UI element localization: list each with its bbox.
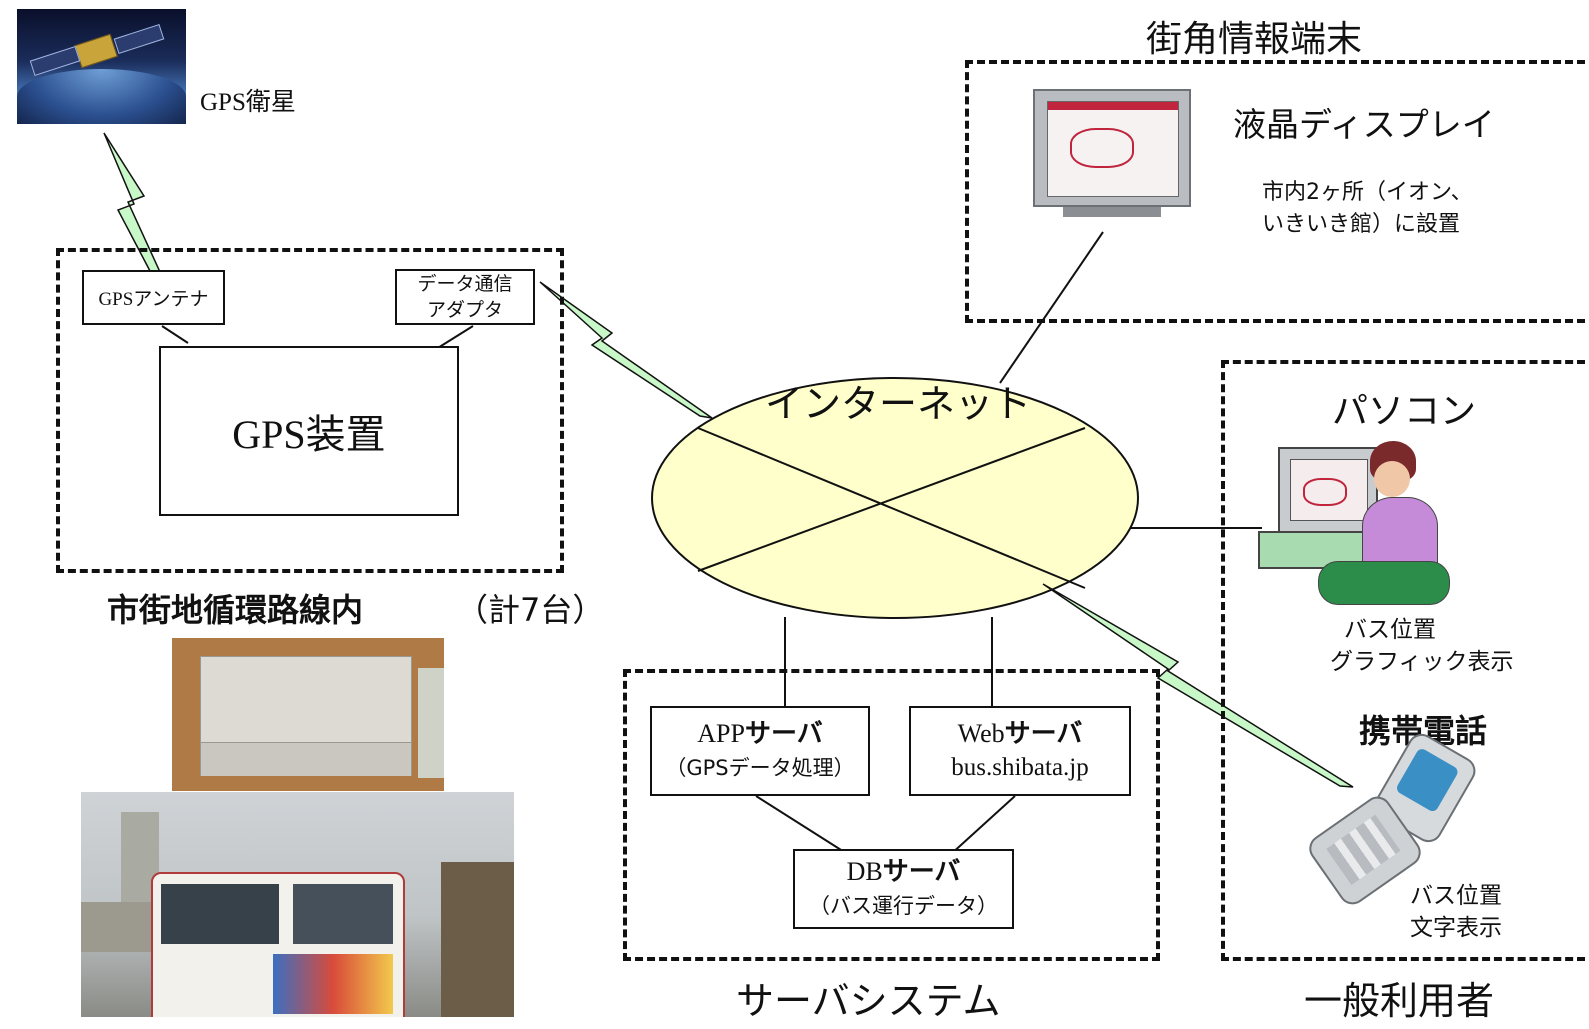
lcd-display-note-line2: いきいき館）に設置 bbox=[1262, 212, 1461, 237]
solar-panel-icon bbox=[113, 23, 165, 55]
pc-monitor-screen bbox=[1290, 459, 1368, 521]
user-chair bbox=[1318, 561, 1450, 605]
lcd-display-note: 市内2ヶ所（イオン、 いきいき館）に設置 bbox=[1262, 177, 1473, 241]
bus-livery bbox=[273, 954, 393, 1014]
gps-antenna-label: GPSアンテナ bbox=[98, 289, 209, 310]
db-server-sub: （バス運行データ） bbox=[809, 894, 998, 918]
app-server-box: APPサーバ （GPSデータ処理） bbox=[650, 706, 870, 796]
mobile-phone-icon bbox=[1298, 728, 1481, 910]
data-adapter-label-line2: アダプタ bbox=[426, 299, 503, 321]
lcd-monitor-icon bbox=[1033, 89, 1193, 219]
satellite-image bbox=[17, 9, 186, 124]
internet-cross-line-1 bbox=[697, 427, 1086, 589]
device-case-front bbox=[201, 742, 411, 776]
db-server-box: DBサーバ （バス運行データ） bbox=[793, 849, 1014, 929]
pc-screen-map bbox=[1303, 478, 1347, 506]
general-users-group bbox=[1221, 360, 1585, 961]
db-server-prefix: DB bbox=[846, 857, 883, 886]
monitor-stand bbox=[1063, 207, 1161, 217]
web-server-prefix: Web bbox=[957, 719, 1005, 748]
street-terminal-group bbox=[965, 60, 1585, 323]
pc-user-icon bbox=[1258, 437, 1450, 605]
earth-shape bbox=[17, 69, 186, 124]
link-antenna-device bbox=[161, 325, 189, 344]
phone-keys bbox=[1326, 814, 1401, 886]
pc-monitor bbox=[1278, 447, 1378, 535]
phone-note-line1: バス位置 bbox=[1410, 883, 1502, 909]
device-case-edge bbox=[418, 668, 444, 778]
monitor-bezel bbox=[1033, 89, 1191, 207]
gps-device-box: GPS装置 bbox=[159, 346, 459, 516]
vehicle-route-caption: 市街地循環路線内 bbox=[107, 591, 364, 629]
data-adapter-label-line1: データ通信 bbox=[417, 273, 513, 295]
internet-cross-line-2 bbox=[697, 427, 1086, 572]
data-adapter-box: データ通信 アダプタ bbox=[395, 269, 535, 325]
pc-title: パソコン bbox=[1332, 391, 1477, 432]
gps-device-label: GPS装置 bbox=[232, 412, 386, 457]
lcd-display-title: 液晶ディスプレイ bbox=[1233, 105, 1495, 144]
screen-header-bar bbox=[1048, 102, 1178, 110]
phone-note-line2: 文字表示 bbox=[1410, 915, 1502, 941]
user-face bbox=[1374, 461, 1410, 497]
pc-note-line2: グラフィック表示 bbox=[1330, 649, 1514, 675]
bus-photo bbox=[81, 792, 514, 1017]
satellite-label: GPS衛星 bbox=[200, 89, 296, 116]
web-server-suffix: サーバ bbox=[1004, 719, 1083, 749]
web-server-box: Webサーバ bus.shibata.jp bbox=[909, 706, 1131, 796]
device-case-shape bbox=[200, 656, 412, 776]
app-server-suffix: サーバ bbox=[744, 719, 823, 749]
monitor-screen bbox=[1047, 101, 1179, 197]
wireless-internet-phone-icon bbox=[1042, 583, 1354, 788]
user-body bbox=[1362, 497, 1438, 569]
bus-body-icon bbox=[151, 872, 405, 1017]
app-server-prefix: APP bbox=[697, 719, 745, 748]
gps-antenna-box: GPSアンテナ bbox=[82, 270, 225, 325]
bus-side-window bbox=[293, 884, 393, 944]
server-system-title: サーバシステム bbox=[736, 979, 1001, 1023]
vehicle-count-caption: （計7台） bbox=[456, 591, 605, 629]
link-web-db bbox=[949, 795, 1016, 856]
link-internet-display bbox=[999, 231, 1104, 384]
app-server-sub: （GPSデータ処理） bbox=[665, 756, 855, 780]
db-server-suffix: サーバ bbox=[882, 857, 961, 887]
general-users-title: 一般利用者 bbox=[1304, 979, 1495, 1023]
vehicle-unit-group bbox=[56, 248, 564, 573]
lcd-display-note-line1: 市内2ヶ所（イオン、 bbox=[1262, 180, 1473, 205]
phone-note: バス位置 文字表示 bbox=[1410, 880, 1502, 944]
wireless-adapter-internet-icon bbox=[539, 281, 713, 419]
pc-desk bbox=[1258, 531, 1378, 569]
bus-stop-shelter bbox=[441, 862, 514, 1017]
street-terminal-title: 街角情報端末 bbox=[1146, 19, 1363, 60]
bus-windshield bbox=[161, 884, 279, 944]
screen-route-map bbox=[1070, 128, 1134, 168]
phone-screen bbox=[1394, 746, 1460, 814]
server-system-group bbox=[623, 669, 1160, 961]
web-server-sub: bus.shibata.jp bbox=[951, 754, 1089, 781]
satellite-body-icon bbox=[74, 33, 118, 69]
pc-note: バス位置 グラフィック表示 bbox=[1330, 614, 1550, 678]
link-app-db bbox=[755, 795, 850, 856]
gps-device-photo bbox=[172, 638, 444, 791]
pc-note-line1: バス位置 bbox=[1344, 617, 1436, 643]
internet-label: インターネット bbox=[765, 382, 1032, 426]
